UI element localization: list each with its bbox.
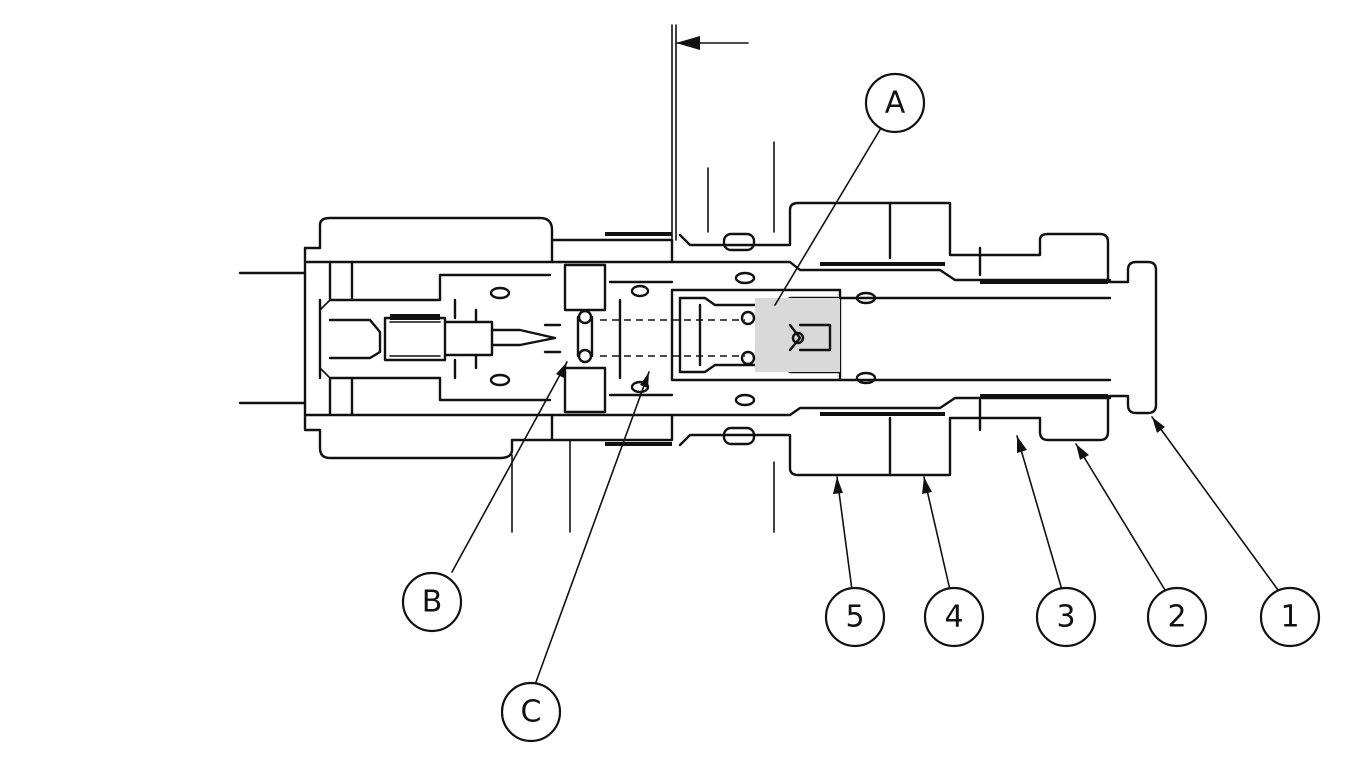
right-body — [605, 201, 1112, 477]
callout-3-label: 3 — [1056, 600, 1075, 635]
callout-1: 1 — [1259, 586, 1321, 648]
section-line — [671, 24, 749, 241]
callout-5: 5 — [824, 586, 886, 648]
leader-lines — [451, 127, 1279, 683]
callout-4: 4 — [923, 586, 985, 648]
spool — [670, 260, 1158, 415]
callout-C: C — [500, 681, 562, 743]
port-lines — [238, 141, 775, 533]
callout-4-label: 4 — [944, 600, 963, 635]
left-housing — [303, 216, 562, 460]
callout-5-label: 5 — [845, 600, 864, 635]
callout-C-label: C — [521, 695, 542, 730]
callout-B: B — [401, 571, 463, 633]
callout-A: A — [864, 72, 926, 134]
middle-body — [550, 238, 745, 442]
callout-B-label: B — [422, 585, 443, 620]
pilot-cartridge — [383, 298, 562, 380]
callout-2-label: 2 — [1167, 600, 1186, 635]
callout-1-label: 1 — [1280, 600, 1299, 635]
callout-3: 3 — [1035, 586, 1097, 648]
callout-2: 2 — [1146, 586, 1208, 648]
callout-A-label: A — [885, 86, 906, 121]
